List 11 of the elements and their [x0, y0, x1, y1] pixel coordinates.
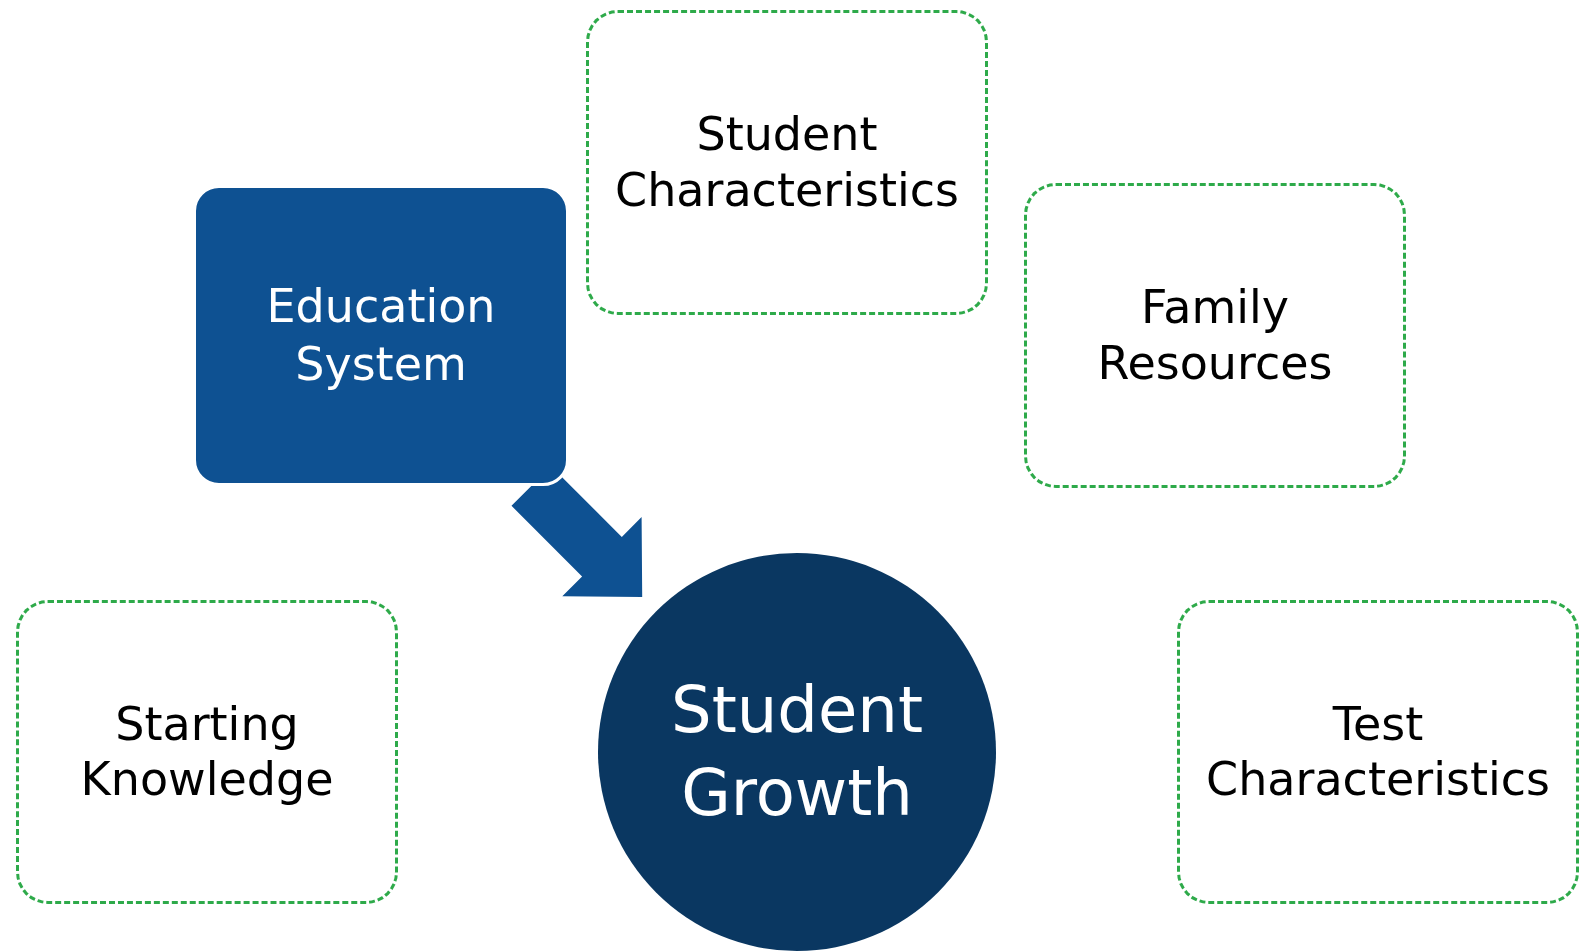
- node-label: Student Growth: [670, 671, 924, 832]
- node-label: Test Characteristics: [1205, 696, 1551, 808]
- node-label: Student Characteristics: [614, 107, 960, 218]
- dashed-box: [16, 600, 398, 904]
- node-label: Starting Knowledge: [79, 696, 335, 808]
- dashed-box: [586, 10, 988, 315]
- node-label: Education System: [265, 278, 497, 393]
- dashed-box: [1024, 183, 1406, 488]
- process-box: [193, 185, 569, 486]
- node-label: Family Resources: [1096, 280, 1334, 391]
- dashed-box: [1177, 600, 1579, 904]
